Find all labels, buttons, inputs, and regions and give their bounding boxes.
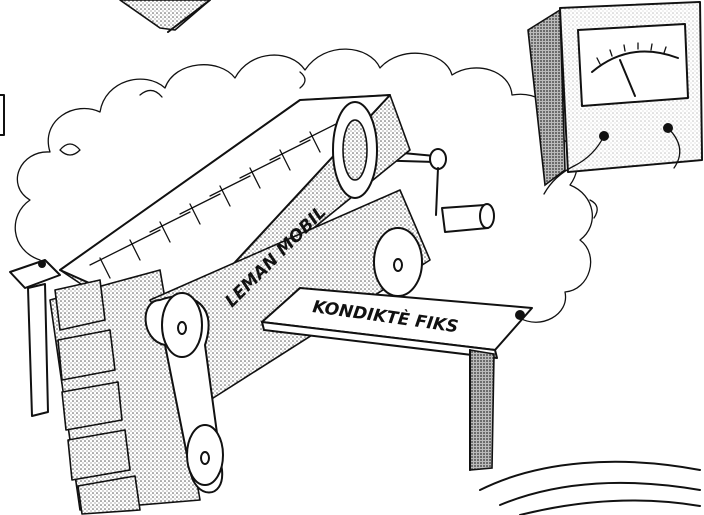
sketch-lines [480, 462, 700, 515]
box-corner [120, 0, 210, 32]
galvanometer-meter [528, 2, 702, 194]
edge-mark [0, 95, 4, 135]
